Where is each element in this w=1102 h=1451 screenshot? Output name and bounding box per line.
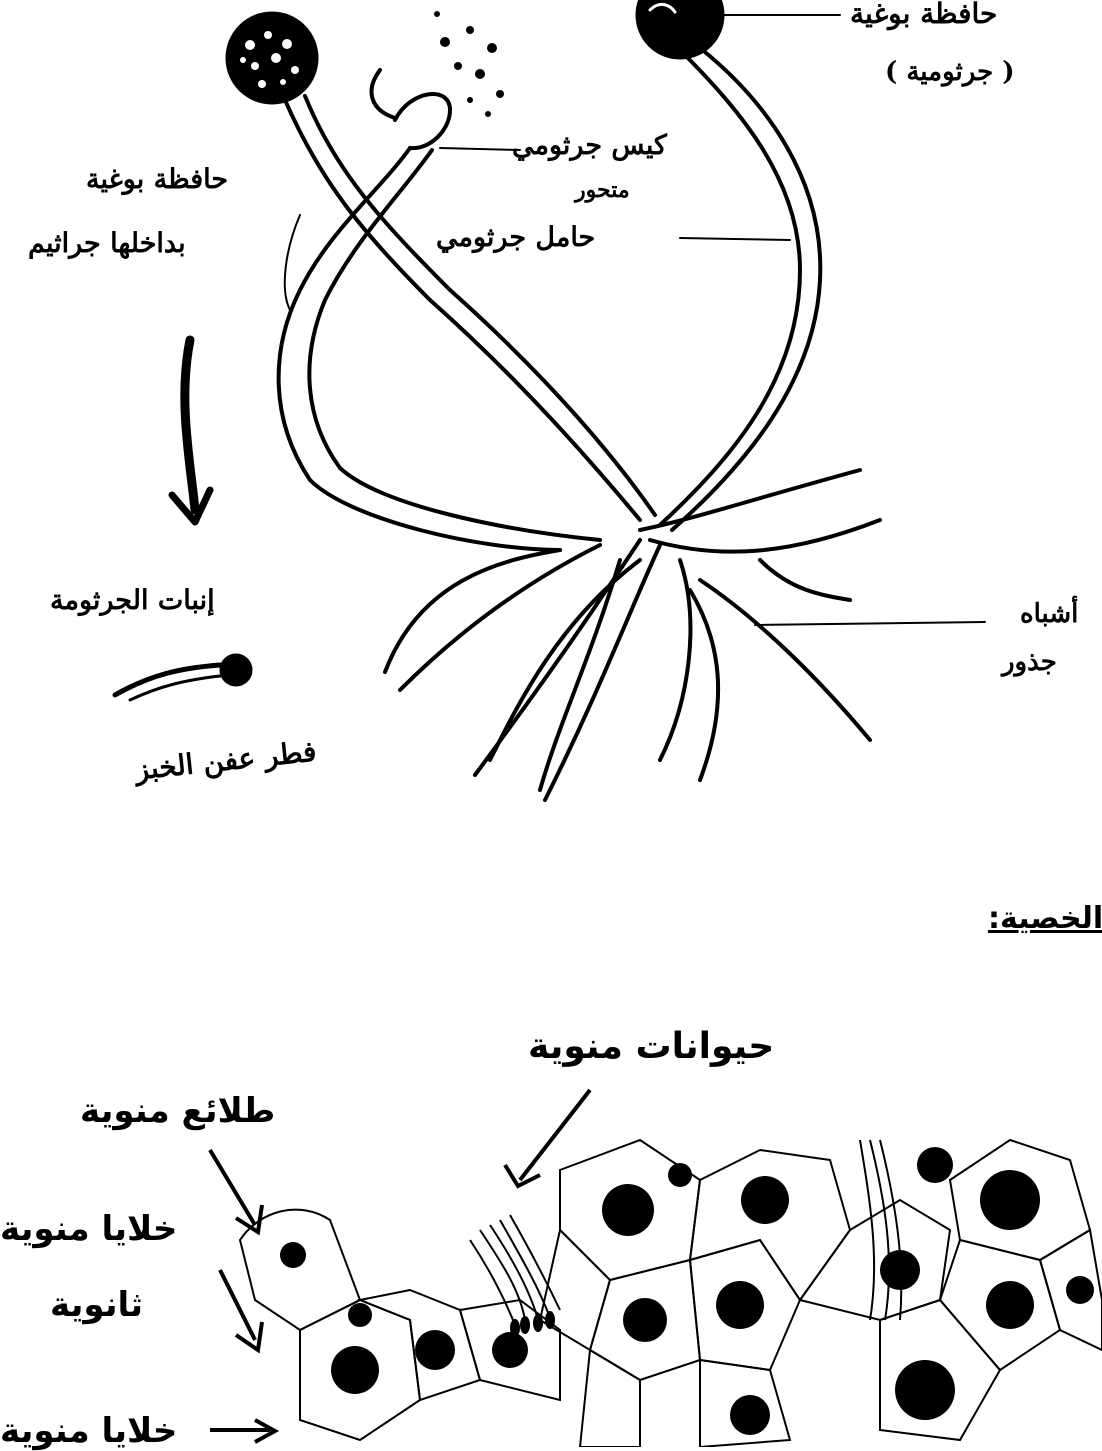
label-sporangium-line2: بداخلها جراثيم <box>28 228 186 259</box>
leader-lines <box>285 15 985 625</box>
sporangium-with-spores <box>226 12 318 104</box>
label-top-right-line1: حافظة بوغية <box>850 0 997 30</box>
label-rhizoid-line2: جذور <box>1002 648 1057 678</box>
bread-mold-drawing <box>0 0 1102 840</box>
label-sporangiophore: حامل جرثومي <box>436 222 595 253</box>
label-columella-line2: متحور <box>575 178 630 203</box>
label-rhizoid-line1: أشباه <box>1020 600 1078 630</box>
label-spermatid: طلائع منوية <box>80 1092 275 1131</box>
cell-outlines <box>240 1140 1102 1447</box>
label-columella-line1: كيس جرثومي <box>512 130 667 161</box>
label-primary-spermatocyte: خلايا منوية <box>0 1412 177 1451</box>
label-sporangium-line1: حافظة بوغية <box>86 164 228 195</box>
sporangiophore-right <box>660 48 820 530</box>
pointer-arrows <box>210 1090 590 1442</box>
arrow-down <box>172 340 210 522</box>
rhizoids <box>385 470 880 800</box>
label-secondary-spermatocyte-line2: ثانوية <box>50 1286 143 1325</box>
germinating-spore <box>115 654 252 700</box>
label-secondary-spermatocyte-line1: خلايا منوية <box>0 1210 177 1249</box>
released-spores <box>434 11 504 117</box>
section-heading: الخصية: <box>988 902 1102 937</box>
sperm-heads <box>510 1311 555 1337</box>
label-sperm: حيوانات منوية <box>528 1026 774 1067</box>
label-germination: إنبات الجرثومة <box>50 585 215 616</box>
label-top-right-line2: ( جرثومية ) <box>885 58 1015 88</box>
